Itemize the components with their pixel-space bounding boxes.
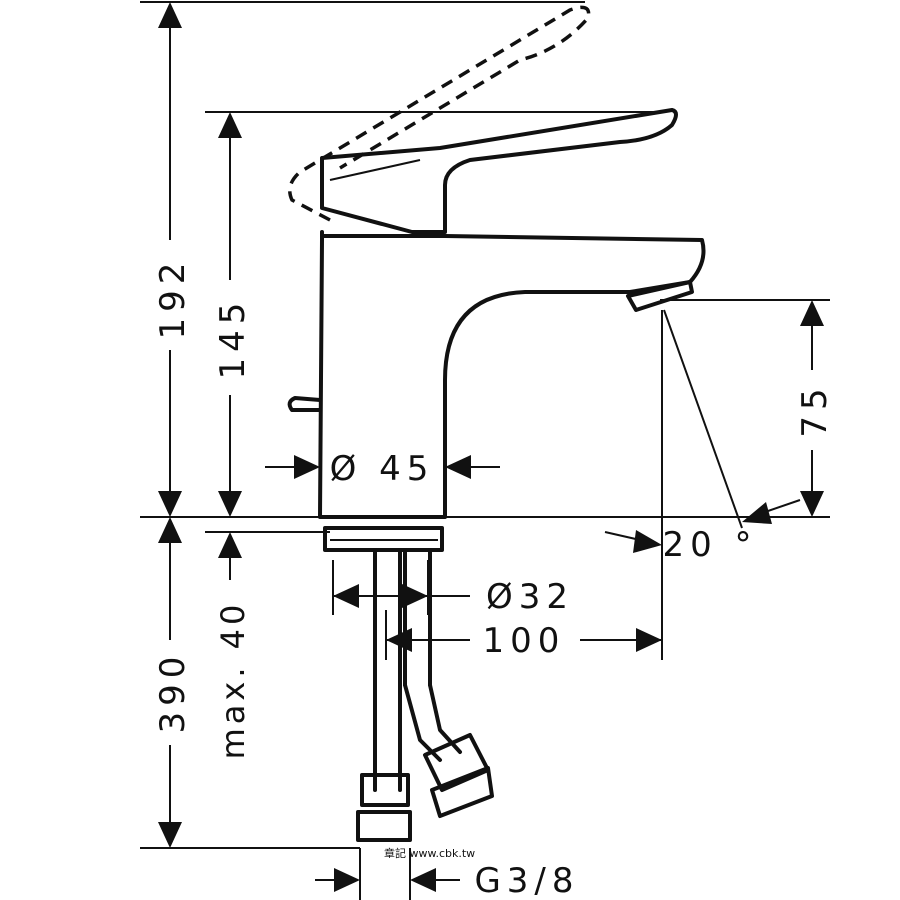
dim-145-label: 145 bbox=[213, 297, 253, 380]
dim-75-label: 75 bbox=[795, 382, 835, 437]
dim-390-label: 390 bbox=[153, 651, 193, 734]
spray-angle-line bbox=[663, 309, 743, 529]
dim-32-label: Ø32 bbox=[486, 577, 574, 617]
dim-192-label: 192 bbox=[153, 257, 193, 340]
dim-20-label: 20 ° bbox=[662, 525, 757, 565]
dim-45-label: Ø 45 bbox=[330, 449, 435, 489]
watermark: 章記 www.cbk.tw bbox=[384, 846, 475, 860]
dimension-arrows bbox=[158, 2, 824, 892]
dim-100-label: 100 bbox=[483, 621, 566, 661]
handle-raised-outline bbox=[288, 5, 591, 222]
dim-max40-label: max. 40 bbox=[214, 601, 252, 760]
faucet-body bbox=[287, 108, 706, 842]
dim-g38-label: G3/8 bbox=[474, 861, 579, 900]
